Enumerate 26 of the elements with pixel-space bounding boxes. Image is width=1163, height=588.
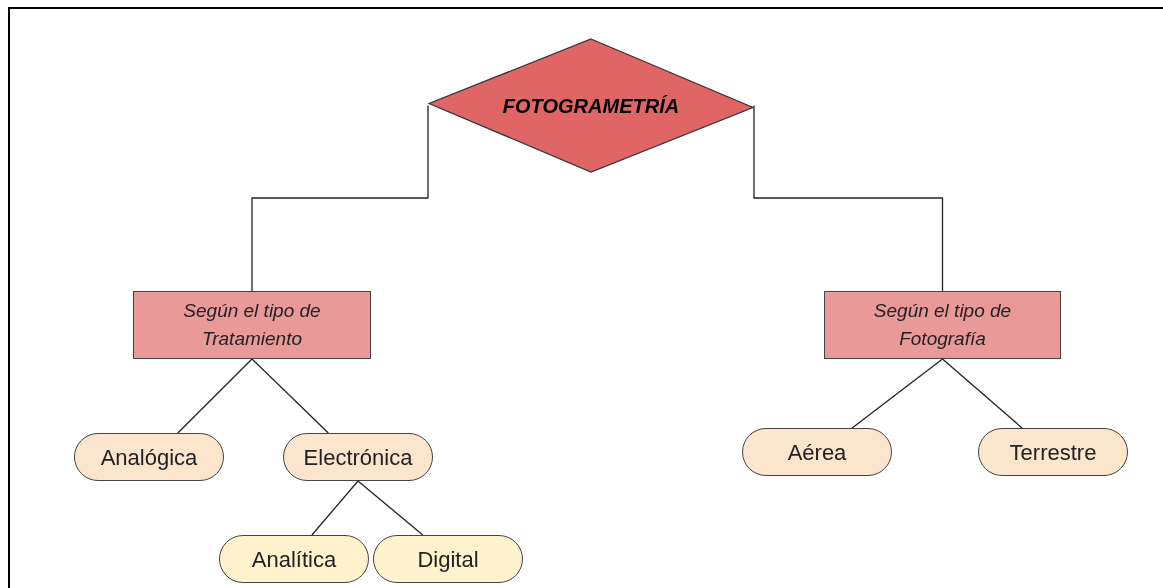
- node-label: Según el tipo de Fotografía: [872, 299, 1013, 351]
- node-label: Terrestre: [1008, 438, 1098, 467]
- rounded-node: [978, 428, 1128, 476]
- node-label: Aérea: [786, 438, 848, 467]
- category-box: [824, 291, 1061, 359]
- rounded-node: [373, 535, 523, 583]
- connector-line: [177, 358, 253, 434]
- rounded-node: [742, 428, 892, 476]
- rounded-node: [74, 433, 224, 481]
- rounded-node: [219, 535, 369, 583]
- node-label: FOTOGRAMETRÍA: [501, 93, 681, 119]
- connector-line: [311, 480, 359, 536]
- node-label: Analítica: [250, 545, 338, 574]
- connector-line: [357, 480, 424, 536]
- connector-line: [753, 104, 944, 292]
- connector-line: [851, 358, 944, 429]
- node-label: Analógica: [99, 443, 199, 472]
- category-box: [133, 291, 371, 359]
- node-label: Según el tipo de Tratamiento: [182, 299, 322, 351]
- decision-diamond: [428, 38, 754, 173]
- node-label: Digital: [416, 545, 480, 574]
- connector-line: [941, 358, 1023, 429]
- node-label: Electrónica: [302, 443, 414, 472]
- connector-line: [251, 358, 329, 434]
- rounded-node: [283, 433, 433, 481]
- connector-line: [251, 104, 429, 292]
